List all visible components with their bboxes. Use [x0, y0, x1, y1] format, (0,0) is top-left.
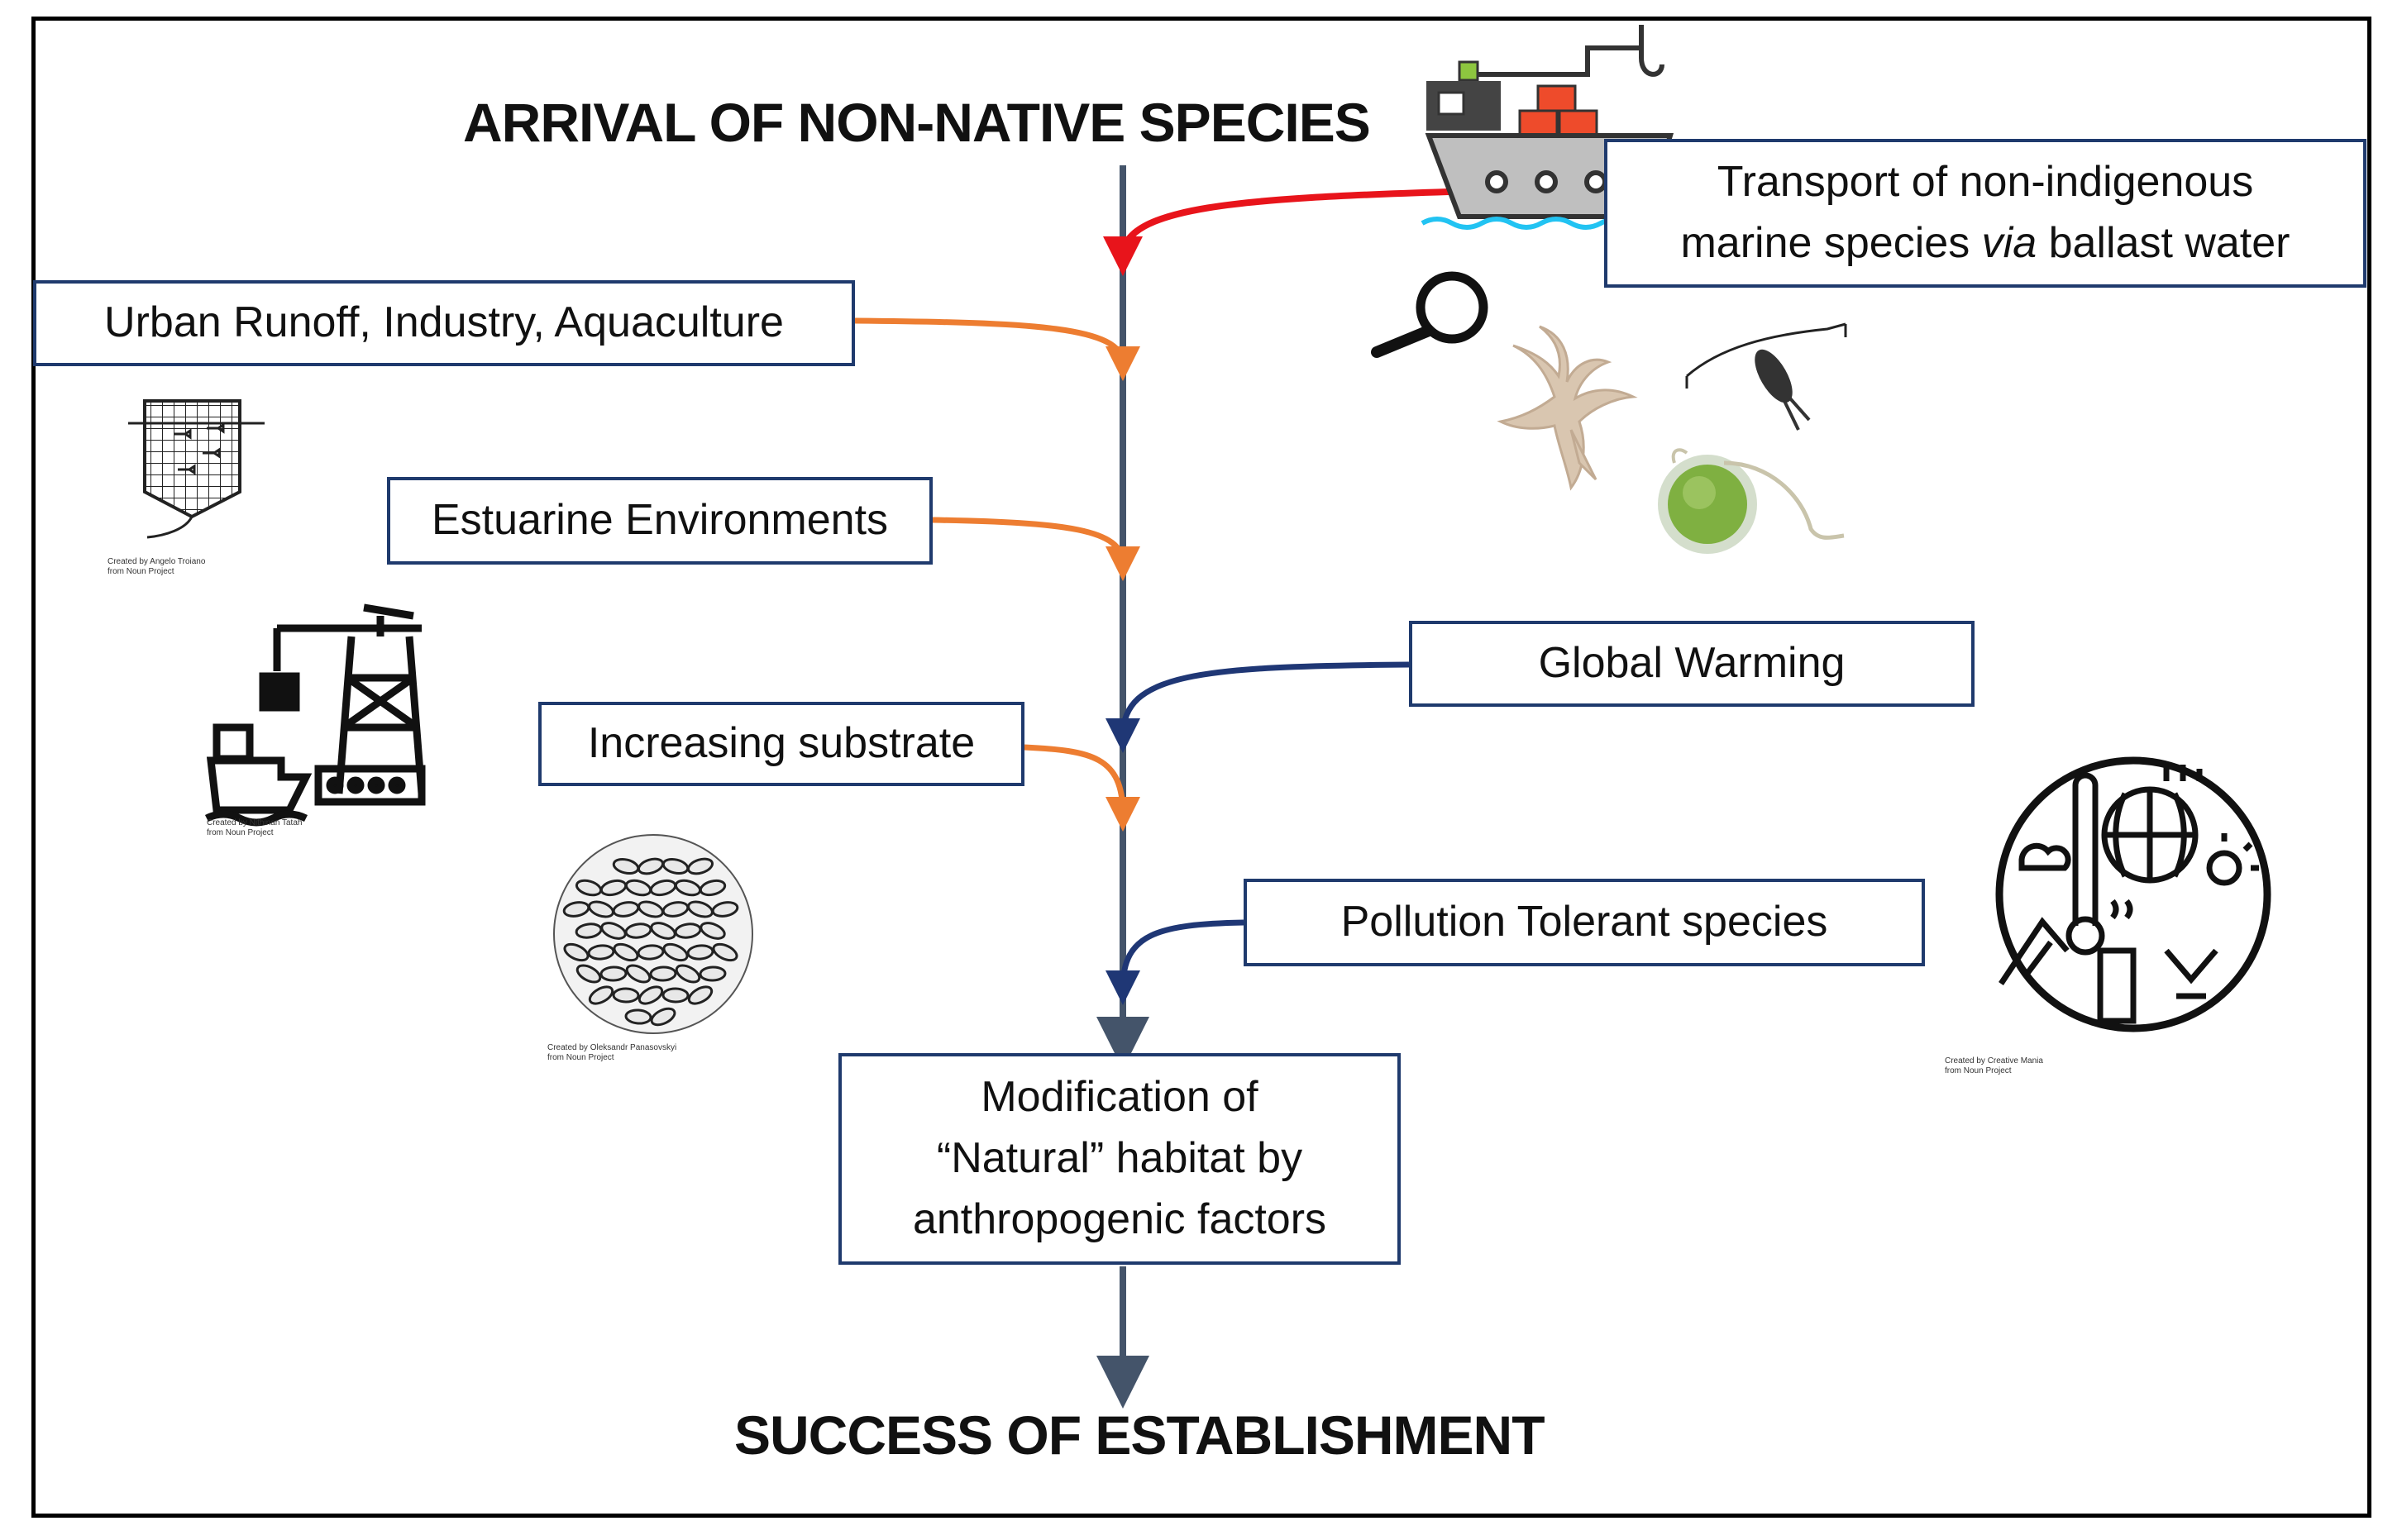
diagram-title-top: ARRIVAL OF NON-NATIVE SPECIES: [463, 92, 1371, 153]
mussel-shell: [711, 901, 739, 918]
ballast-line-2-pre: marine species: [1680, 219, 1982, 267]
ballast-line-2: marine species via ballast water: [1680, 213, 2290, 274]
estuarine-box: Estuarine Environments: [387, 477, 933, 565]
estuarine-arrow: [932, 517, 1140, 581]
diagram-title-bottom: SUCCESS OF ESTABLISHMENT: [734, 1404, 1545, 1466]
mussel-shell: [638, 900, 664, 918]
aquaculture-cage-icon: [128, 399, 265, 539]
mussel-shell: [612, 987, 640, 1004]
larva-icon: [1497, 325, 1638, 491]
pollution-arrow: [1106, 919, 1244, 1005]
mussel-shell: [686, 857, 714, 875]
credit-industry-line-1: Created by Nithinan Tatah: [207, 818, 303, 827]
ballast-line-2-via: via: [1981, 219, 2037, 267]
mussel-shell: [675, 964, 701, 984]
credit-substrate-line-2: from Noun Project: [547, 1053, 614, 1062]
mussel-shell: [588, 985, 614, 1005]
ballast-line-1: Transport of non-indigenous: [1717, 158, 2254, 207]
credit-pollution: Created by Creative Mania from Noun Proj…: [1945, 1056, 2043, 1076]
diagram-frame: [31, 17, 2371, 1518]
mussel-shell: [587, 944, 615, 961]
mussel-shell: [625, 964, 652, 984]
substrate-box: Increasing substrate: [538, 702, 1024, 786]
pollution-climate-icon: [1995, 756, 2271, 1032]
ballast-water-box: Transport of non-indigenous marine speci…: [1604, 139, 2366, 288]
global-warming-box: Global Warming: [1409, 621, 1975, 707]
urban-runoff-box: Urban Runoff, Industry, Aquaculture: [33, 280, 855, 366]
habitat-modification-box: Modification of “Natural” habitat by ant…: [838, 1053, 1401, 1265]
mussel-shell: [624, 1008, 652, 1025]
credit-pollution-line-2: from Noun Project: [1945, 1066, 2012, 1075]
mussel-shell: [599, 965, 628, 982]
mussel-shell: [613, 942, 639, 962]
ballast-line-2-post: ballast water: [2037, 219, 2290, 267]
mussel-shell: [637, 944, 665, 961]
copepod-icon: [1685, 322, 1847, 431]
credit-aquaculture: Created by Angelo Troiano from Noun Proj…: [107, 557, 205, 577]
urban-arrow: [854, 317, 1140, 381]
mussel-shell: [687, 900, 714, 918]
credit-substrate: Created by Oleksandr Panasovskyi from No…: [547, 1043, 676, 1063]
mussel-shell: [575, 964, 602, 984]
mussel-shell: [588, 900, 614, 918]
mussel-shell: [699, 965, 727, 982]
mussel-shell: [563, 942, 590, 962]
algae-cell-icon: [1658, 448, 1845, 554]
mussel-shell: [662, 942, 689, 962]
modification-line-2: “Natural” habitat by: [936, 1134, 1303, 1183]
credit-pollution-line-1: Created by Creative Mania: [1945, 1056, 2043, 1066]
modification-line-1: Modification of: [981, 1073, 1258, 1122]
pollution-tolerant-box: Pollution Tolerant species: [1244, 879, 1925, 966]
mussel-shell: [699, 879, 727, 897]
mussel-shell: [650, 1007, 676, 1027]
ballast-arrow: [1103, 188, 1449, 276]
credit-aquaculture-line-1: Created by Angelo Troiano: [107, 557, 206, 566]
offshore-rig-icon: [204, 603, 426, 827]
credit-industry: Created by Nithinan Tatah from Noun Proj…: [207, 818, 302, 838]
modification-line-3: anthropogenic factors: [912, 1194, 1327, 1243]
warming-arrow: [1106, 661, 1410, 753]
mussel-bed-icon: [553, 834, 753, 1034]
substrate-arrow: [1024, 744, 1140, 832]
credit-substrate-line-1: Created by Oleksandr Panasovskyi: [547, 1043, 677, 1052]
credit-aquaculture-line-2: from Noun Project: [107, 567, 174, 576]
mussel-shell: [600, 922, 627, 940]
magnifier-icon: [1371, 271, 1488, 358]
mussel-shell: [700, 922, 726, 940]
credit-industry-line-2: from Noun Project: [207, 828, 274, 837]
mussel-shell: [661, 987, 690, 1004]
mussel-shell: [650, 922, 676, 940]
mussel-shell: [686, 944, 714, 961]
mussel-shell: [687, 985, 714, 1005]
mussel-shell: [638, 985, 664, 1005]
mussel-shell: [649, 965, 677, 982]
mussel-shell: [712, 942, 738, 962]
